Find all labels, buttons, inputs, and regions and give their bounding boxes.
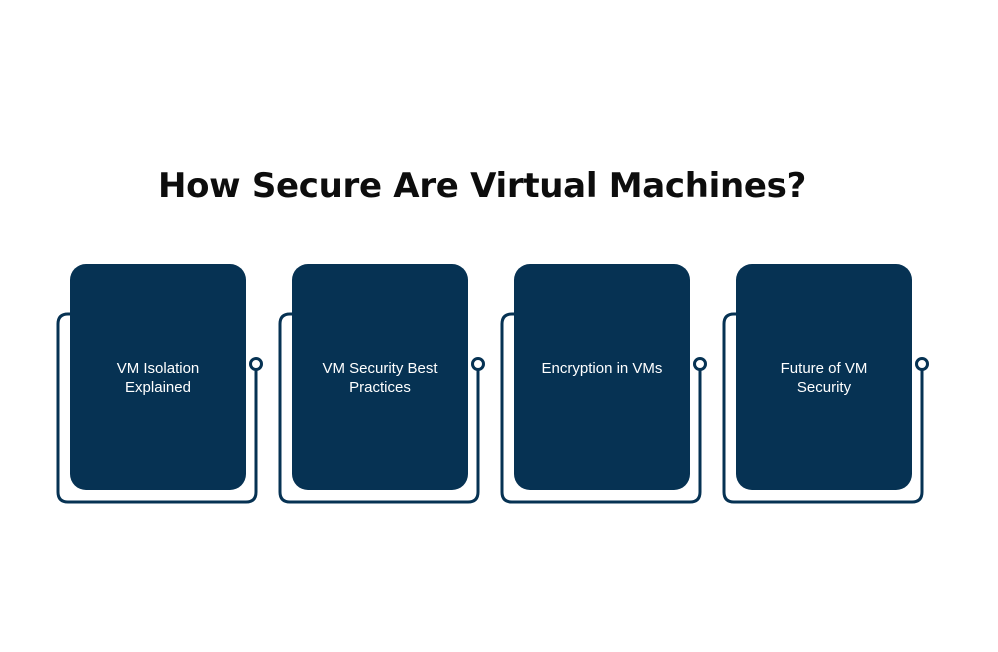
card-group-2: VM Security Best Practices <box>278 264 488 509</box>
card-outline-connector <box>722 312 929 504</box>
connector-node-icon <box>915 357 929 371</box>
card[interactable]: Encryption in VMs <box>514 264 690 490</box>
card-label: Encryption in VMs <box>541 360 663 377</box>
card-outline-connector <box>278 312 485 504</box>
card-label: Future of VM Security <box>780 360 868 396</box>
card-group-4: Future of VM Security <box>722 264 932 509</box>
card-outline-connector <box>500 312 707 504</box>
connector-node-icon <box>693 357 707 371</box>
card[interactable]: Future of VM Security <box>736 264 912 490</box>
card-group-1: VM Isolation Explained <box>56 264 266 509</box>
card-label: VM Security Best Practices <box>322 360 438 396</box>
card[interactable]: VM Isolation Explained <box>70 264 246 490</box>
card[interactable]: VM Security Best Practices <box>292 264 468 490</box>
connector-node-icon <box>471 357 485 371</box>
diagram-title: How Secure Are Virtual Machines? <box>157 166 807 206</box>
card-outline-connector <box>56 312 263 504</box>
card-label: VM Isolation Explained <box>116 360 200 396</box>
card-group-3: Encryption in VMs <box>500 264 710 509</box>
connector-node-icon <box>249 357 263 371</box>
